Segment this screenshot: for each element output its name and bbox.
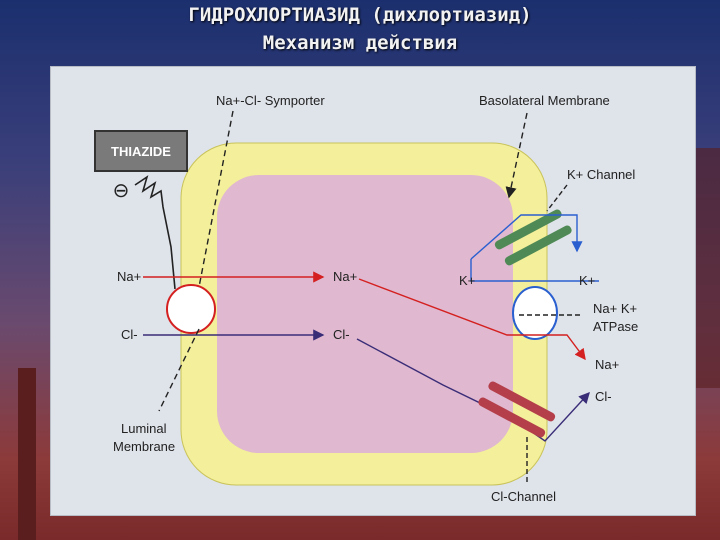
k-inside-label: K+	[459, 273, 475, 288]
k-outflow-arrow	[470, 214, 583, 260]
slide-title: ГИДРОХЛОРТИАЗИД (дихлортиазид)	[188, 4, 532, 26]
na-lumen-label: Na+	[117, 269, 141, 284]
thiazide-box	[94, 130, 188, 172]
inhibition-zigzag	[134, 175, 176, 290]
luminal-pointer	[158, 328, 200, 412]
na-blood-label: Na+	[595, 357, 619, 372]
luminal-label-1: Luminal	[121, 421, 167, 436]
decorative-bar	[694, 148, 720, 388]
cl-channel-bar-2	[478, 397, 546, 438]
na-basolateral-arrow	[358, 278, 586, 361]
k-inflow-arrow	[470, 259, 599, 282]
luminal-label-2: Membrane	[113, 439, 175, 454]
cl-cell-label: Cl-	[333, 327, 350, 342]
basolateral-pointer	[505, 112, 528, 199]
inhibit-icon: ⊖	[113, 180, 130, 202]
na-cell-label: Na+	[333, 269, 357, 284]
nephron-cell-diagram: THIAZIDE ⊖ Na+-Cl- Symporter Basolateral…	[94, 93, 638, 504]
diagram-panel: THIAZIDE ⊖ Na+-Cl- Symporter Basolateral…	[50, 66, 696, 516]
cl-lumen-label: Cl-	[121, 327, 138, 342]
slide-subtitle: Механизм действия	[262, 32, 458, 54]
atpase-pump	[512, 286, 558, 340]
k-channel-bar-1	[494, 209, 562, 250]
atpase-label-2: ATPase	[593, 319, 638, 334]
cl-channel-label: Cl-Channel	[491, 489, 556, 504]
k-channel-bar-2	[504, 225, 572, 266]
thiazide-label: THIAZIDE	[111, 144, 171, 159]
symporter-circle	[166, 284, 216, 334]
cell-cytoplasm	[217, 175, 513, 453]
cl-channel-bar-1	[488, 381, 556, 422]
k-outside-label: K+	[579, 273, 595, 288]
cl-blood-label: Cl-	[595, 389, 612, 404]
basolateral-label: Basolateral Membrane	[479, 93, 610, 108]
symporter-label: Na+-Cl- Symporter	[216, 93, 325, 108]
k-channel-pointer	[546, 184, 568, 212]
decorative-bar	[18, 368, 36, 540]
k-channel-label: K+ Channel	[567, 167, 635, 182]
atpase-label: Na+ K+	[593, 301, 637, 316]
